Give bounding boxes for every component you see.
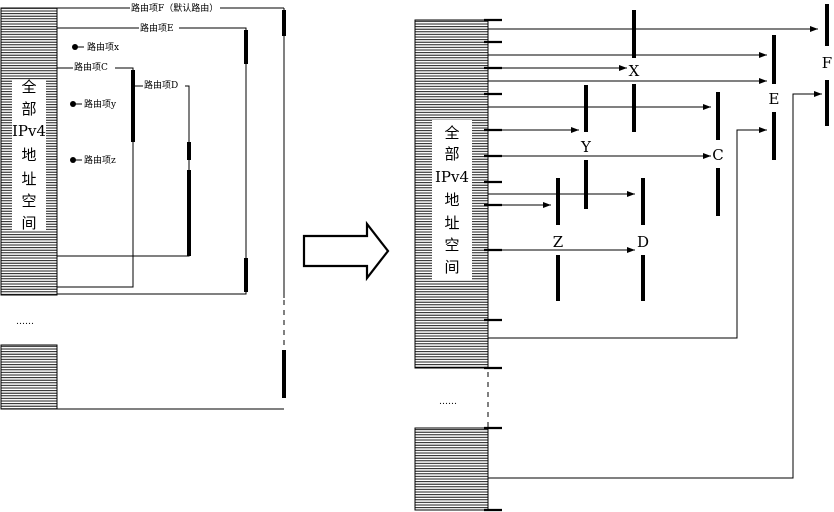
right-ellipsis: …… (439, 397, 457, 407)
svg-text:全: 全 (444, 124, 459, 142)
svg-text:间: 间 (21, 214, 36, 232)
right-address-space-bottom (414, 427, 489, 511)
svg-text:IPv4: IPv4 (435, 168, 469, 186)
left-address-space-label: 全 部 IPv4 地 址 空 间 (12, 78, 46, 232)
transition-arrow (302, 220, 390, 282)
svg-text:地: 地 (444, 191, 459, 209)
svg-text:Y: Y (580, 138, 592, 156)
svg-text:地: 地 (21, 146, 36, 164)
svg-text:路由项E: 路由项E (140, 22, 174, 34)
node-y: Y (580, 85, 592, 209)
svg-text:路由项D: 路由项D (144, 79, 178, 91)
svg-text:E: E (769, 90, 780, 108)
svg-text:址: 址 (444, 214, 459, 232)
right-panel: 全 部 IPv4 地 址 空 间 …… (414, 4, 832, 512)
left-panel: 全 部 IPv4 地 址 空 间 …… 路由项F（默认路由） 路由项E (0, 2, 286, 410)
svg-text:F: F (822, 54, 832, 72)
svg-text:空: 空 (21, 192, 36, 210)
right-address-space-label: 全 部 IPv4 地 址 空 间 (435, 124, 469, 276)
svg-text:全: 全 (21, 78, 36, 96)
svg-text:X: X (629, 62, 640, 80)
svg-text:路由项y: 路由项y (84, 98, 117, 110)
route-f-left: 路由项F（默认路由） (57, 2, 286, 410)
node-e: E (769, 35, 780, 160)
route-e-left: 路由项E (57, 22, 248, 295)
svg-text:址: 址 (21, 170, 36, 188)
node-x: X (629, 10, 640, 132)
right-arrows (488, 26, 822, 479)
svg-text:IPv4: IPv4 (12, 122, 46, 140)
route-x-left: 路由项x (72, 41, 119, 53)
svg-text:C: C (712, 146, 723, 164)
svg-text:路由项z: 路由项z (84, 154, 116, 166)
svg-text:路由项C: 路由项C (74, 61, 108, 73)
route-z-left: 路由项z (70, 154, 116, 166)
left-address-space-bottom (0, 344, 58, 410)
svg-text:D: D (637, 233, 649, 251)
route-d-left: 路由项D (57, 79, 191, 257)
node-c: C (712, 92, 724, 216)
svg-text:Z: Z (553, 233, 563, 251)
svg-text:路由项F（默认路由）: 路由项F（默认路由） (131, 2, 218, 14)
svg-text:部: 部 (21, 100, 36, 118)
route-c-left: 路由项C (57, 61, 135, 288)
svg-text:空: 空 (444, 236, 459, 254)
node-z: Z (553, 178, 563, 301)
route-y-left: 路由项y (70, 98, 117, 110)
left-ellipsis: …… (16, 317, 34, 327)
node-d: D (637, 178, 649, 301)
svg-text:路由项x: 路由项x (87, 41, 119, 53)
svg-text:部: 部 (444, 145, 459, 163)
node-f: F (822, 4, 832, 126)
svg-text:间: 间 (444, 258, 459, 276)
